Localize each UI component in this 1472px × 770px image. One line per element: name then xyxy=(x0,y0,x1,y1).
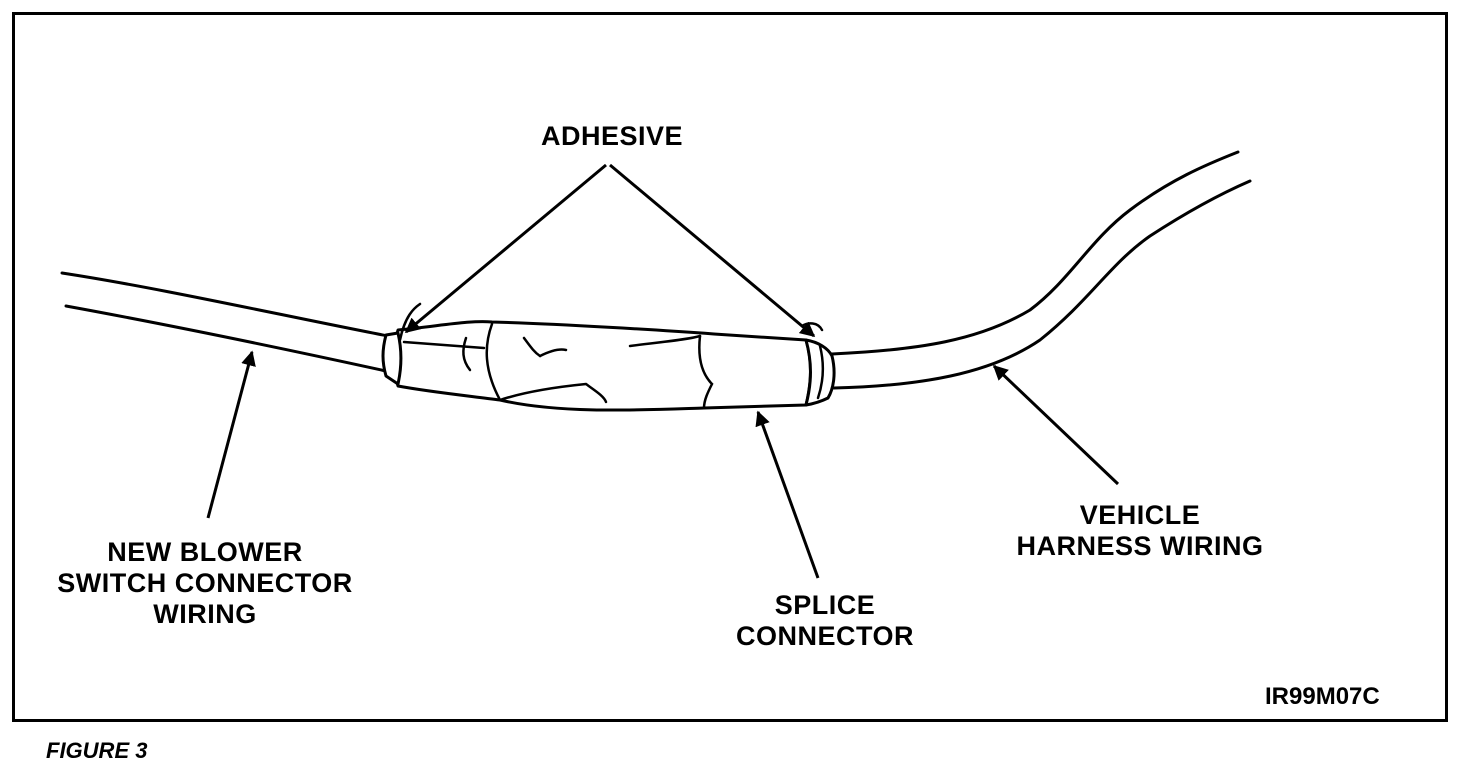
vehicle-arrow xyxy=(992,364,1120,486)
splice-connector-details xyxy=(398,302,824,410)
splice-connector-label: SPLICE CONNECTOR xyxy=(710,590,940,652)
splice-connector xyxy=(381,320,836,412)
new-blower-label-line-3: WIRING xyxy=(153,599,257,629)
adhesive-arrow-right xyxy=(609,163,816,338)
leader-arrows xyxy=(206,163,1120,579)
figure-caption: FIGURE 3 xyxy=(46,738,148,763)
new-blower-arrow xyxy=(206,350,256,519)
new-blower-label-line-1: NEW BLOWER xyxy=(107,537,303,567)
vehicle-harness-wire xyxy=(830,150,1252,390)
figure-code: IR99M07C xyxy=(1265,683,1380,710)
new-blower-label-line-2: SWITCH CONNECTOR xyxy=(57,568,353,598)
figure-frame xyxy=(12,12,1448,722)
adhesive-label-line: ADHESIVE xyxy=(540,121,684,151)
new-blower-label: NEW BLOWER SWITCH CONNECTOR WIRING xyxy=(30,537,380,630)
adhesive-arrow-left xyxy=(404,163,607,334)
splice-label-line-1: SPLICE xyxy=(774,590,876,620)
splice-arrow xyxy=(755,410,820,579)
splice-label-line-2: CONNECTOR xyxy=(735,621,914,651)
new-blower-wire xyxy=(60,271,390,373)
adhesive-label: ADHESIVE xyxy=(530,121,694,152)
vehicle-harness-label: VEHICLE HARNESS WIRING xyxy=(990,500,1290,562)
vehicle-label-line-2: HARNESS WIRING xyxy=(1016,531,1264,561)
vehicle-label-line-1: VEHICLE xyxy=(1079,500,1201,530)
